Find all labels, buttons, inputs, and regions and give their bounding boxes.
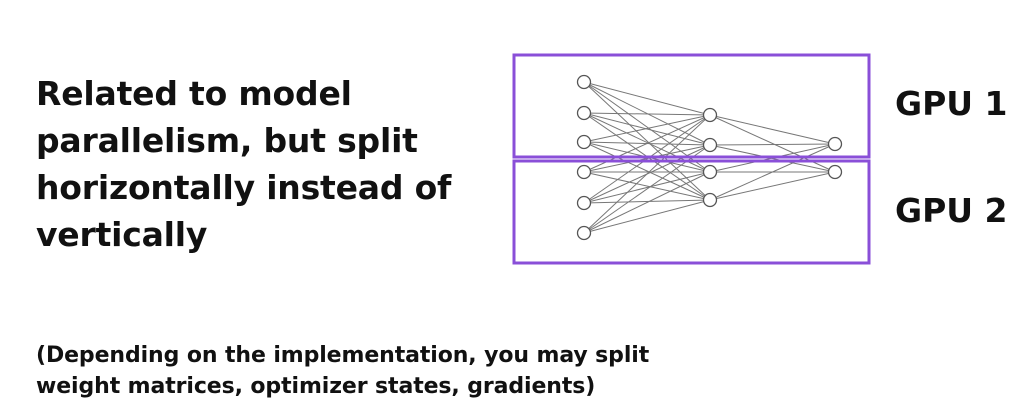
main-statement-line: Related to model xyxy=(36,74,352,113)
network-edge xyxy=(583,171,711,201)
implementation-note: (Depending on the implementation, you ma… xyxy=(36,340,796,402)
network-node xyxy=(576,134,592,150)
main-statement-line: parallelism, but split xyxy=(36,121,418,160)
network-node xyxy=(576,195,592,211)
network-node xyxy=(702,137,718,153)
network-edge xyxy=(709,171,836,201)
network-edge xyxy=(709,114,836,173)
network-edge xyxy=(583,114,711,143)
main-statement: Related to model parallelism, but split … xyxy=(36,70,506,258)
main-statement-line: horizontally instead of xyxy=(36,168,452,207)
network-node xyxy=(576,105,592,121)
network-edge xyxy=(583,171,711,204)
network-node xyxy=(702,107,718,123)
network-edge xyxy=(709,143,836,201)
network-edge xyxy=(583,141,711,201)
network-edge xyxy=(583,81,711,116)
implementation-note-line: (Depending on the implementation, you ma… xyxy=(36,343,650,368)
network-node xyxy=(576,225,592,241)
network-node xyxy=(702,164,718,180)
network-node xyxy=(827,164,843,180)
network-node xyxy=(702,192,718,208)
network-edge xyxy=(583,199,711,204)
gpu-2-partition-box xyxy=(512,159,871,265)
network-nodes xyxy=(576,74,843,241)
network-node xyxy=(576,164,592,180)
network-node xyxy=(827,136,843,152)
network-edge xyxy=(709,114,836,145)
network-edge xyxy=(583,171,711,234)
network-edge xyxy=(583,199,711,234)
network-edge xyxy=(583,81,711,201)
network-node xyxy=(576,74,592,90)
network-edge xyxy=(583,114,711,204)
gpu-2-label: GPU 2 xyxy=(895,191,1008,230)
network-edge xyxy=(709,143,836,146)
implementation-note-line: weight matrices, optimizer states, gradi… xyxy=(36,374,596,399)
gpu-1-label: GPU 1 xyxy=(895,84,1008,123)
main-statement-line: vertically xyxy=(36,215,208,254)
gpu-1-partition-box xyxy=(512,53,871,159)
network-edge xyxy=(583,114,711,234)
network-edge xyxy=(583,112,711,116)
